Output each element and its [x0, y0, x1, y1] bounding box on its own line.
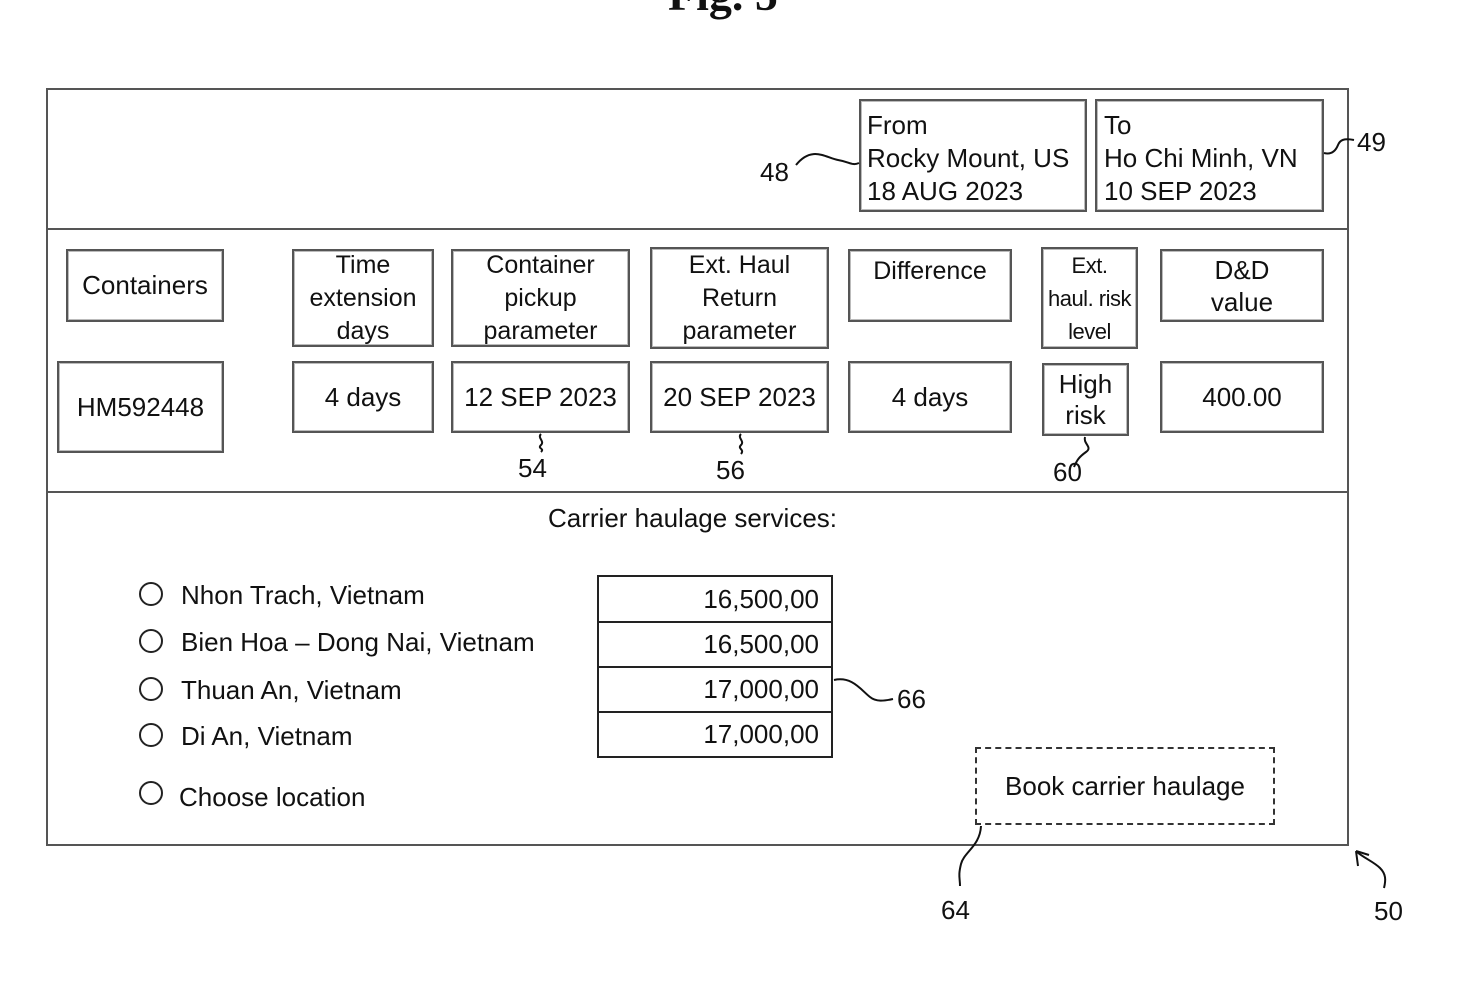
leader-60 — [1074, 437, 1089, 467]
leader-50 — [1357, 852, 1385, 888]
leader-66 — [834, 679, 893, 700]
leader-48 — [796, 154, 859, 165]
leader-56 — [740, 434, 742, 454]
leader-64 — [959, 826, 981, 886]
leader-54 — [540, 434, 542, 452]
leader-49 — [1324, 139, 1354, 153]
